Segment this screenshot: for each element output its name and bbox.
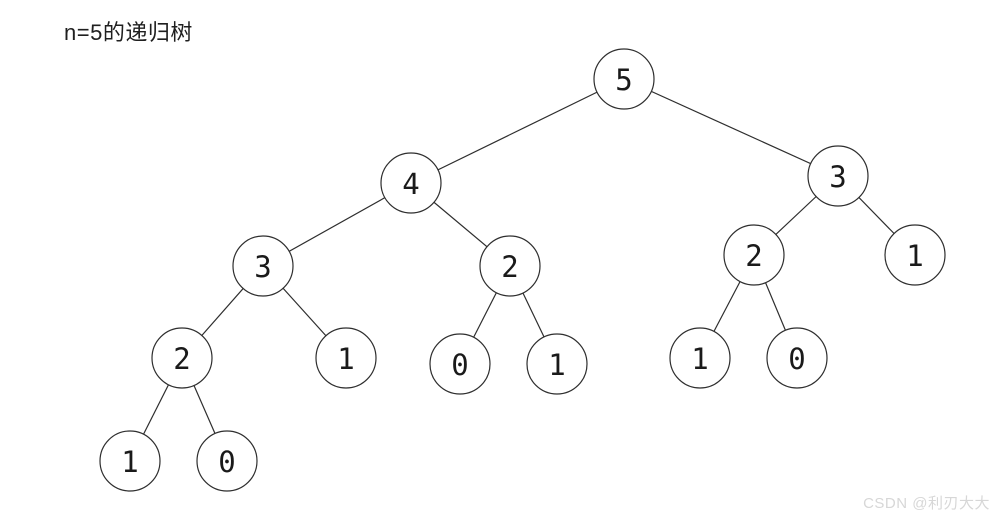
node-circle: [479, 235, 541, 297]
node-label: 0: [788, 342, 805, 376]
tree-node-n2r: 2: [723, 224, 785, 286]
tree-node-n0m: 0: [429, 333, 491, 395]
node-label: 4: [402, 167, 419, 201]
node-circle: [429, 333, 491, 395]
tree-node-n0b: 0: [196, 430, 258, 492]
node-label: 1: [691, 342, 708, 376]
tree-node-n1rr: 1: [884, 224, 946, 286]
node-label: 1: [337, 342, 354, 376]
node-circle: [196, 430, 258, 492]
tree-edge: [410, 78, 625, 184]
node-label: 2: [173, 342, 190, 376]
tree-node-n5: 5: [593, 48, 655, 110]
node-circle: [232, 235, 294, 297]
node-circle: [593, 48, 655, 110]
diagram-title: n=5的递归树: [64, 20, 193, 45]
tree-node-n1rl: 1: [669, 327, 731, 389]
node-label: 3: [254, 250, 271, 284]
tree-node-n1lr: 1: [315, 327, 377, 389]
node-circle: [723, 224, 785, 286]
node-circle: [884, 224, 946, 286]
node-circle: [151, 327, 213, 389]
tree-node-n4: 4: [380, 152, 442, 214]
watermark: CSDN @利刃大大: [863, 495, 990, 512]
node-label: 5: [615, 63, 632, 97]
node-label: 1: [121, 445, 138, 479]
tree-node-n2ll: 2: [151, 327, 213, 389]
node-label: 1: [906, 239, 923, 273]
node-label: 0: [451, 348, 468, 382]
tree-edge: [623, 78, 839, 177]
node-label: 3: [829, 160, 846, 194]
node-circle: [380, 152, 442, 214]
node-circle: [526, 333, 588, 395]
node-label: 1: [548, 348, 565, 382]
tree-node-n3l: 3: [232, 235, 294, 297]
node-circle: [315, 327, 377, 389]
node-circle: [766, 327, 828, 389]
tree-node-n1b: 1: [99, 430, 161, 492]
node-circle: [807, 145, 869, 207]
node-label: 2: [745, 239, 762, 273]
node-circle: [99, 430, 161, 492]
tree-node-n1m: 1: [526, 333, 588, 395]
tree-node-n3r: 3: [807, 145, 869, 207]
node-label: 0: [218, 445, 235, 479]
node-circle: [669, 327, 731, 389]
tree-node-n0r: 0: [766, 327, 828, 389]
node-label: 2: [501, 250, 518, 284]
tree-node-n2m: 2: [479, 235, 541, 297]
